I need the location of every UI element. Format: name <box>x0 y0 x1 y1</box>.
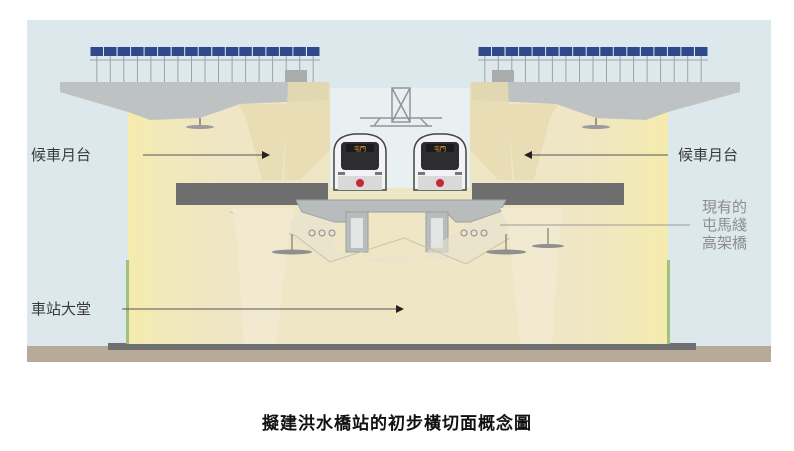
solar-panel <box>600 47 613 56</box>
leader-concourse <box>122 305 404 313</box>
solar-panel <box>90 47 103 56</box>
solar-panel <box>307 47 320 56</box>
ceiling-fan-lower-far-right <box>532 228 564 248</box>
solar-panel <box>532 47 546 56</box>
concourse-ceiling-void <box>280 212 520 264</box>
solar-panels-right <box>478 47 708 82</box>
solar-panel <box>627 47 640 56</box>
label-platform-right: 候車月台 <box>678 146 739 164</box>
solar-panel <box>212 47 225 56</box>
solar-panel <box>586 47 600 56</box>
green-edge-right <box>667 260 670 344</box>
solar-panel <box>559 47 573 56</box>
label-platform-left: 候車月台 <box>31 146 92 164</box>
train-left-destination: 屯門 <box>354 145 366 153</box>
ceiling-fan-upper-left <box>186 118 214 129</box>
train-right <box>413 133 467 191</box>
solar-panel <box>492 47 505 56</box>
solar-panel <box>505 47 519 56</box>
solar-panel <box>144 47 158 56</box>
solar-panel <box>171 47 185 56</box>
ground-slab <box>108 343 696 350</box>
solar-panel <box>613 47 627 56</box>
roof-vent-right <box>492 70 514 82</box>
diagram-caption: 擬建洪水橋站的初步橫切面概念圖 <box>262 414 532 434</box>
ceiling-fan-lower-left <box>272 234 312 255</box>
solar-panel <box>695 47 708 56</box>
concourse-pier-left <box>232 208 296 344</box>
solar-panel <box>293 47 306 56</box>
solar-panel <box>546 47 559 56</box>
solar-panel <box>117 47 131 56</box>
roof-vent-left <box>285 70 307 82</box>
solar-panel <box>667 47 681 56</box>
solar-panel <box>681 47 694 56</box>
solar-panel <box>654 47 667 56</box>
train-left <box>333 133 387 191</box>
leader-platform-right <box>524 151 668 159</box>
solar-panel <box>185 47 198 56</box>
solar-panel <box>519 47 532 56</box>
solar-panel <box>239 47 252 56</box>
viaduct-pier-right-void <box>431 218 443 248</box>
solar-panel <box>198 47 212 56</box>
solar-panel <box>478 47 491 56</box>
solar-panel <box>573 47 586 56</box>
leader-platform-left <box>143 151 270 159</box>
solar-panel <box>104 47 117 56</box>
platform-slab-right <box>472 183 624 205</box>
solar-panel <box>225 47 239 56</box>
platform-slab-left <box>176 183 328 205</box>
label-viaduct-line3: 高架橋 <box>702 234 748 252</box>
catenary-gantry <box>360 87 442 127</box>
ceiling-fan-upper-right <box>582 118 610 129</box>
roof-column-left <box>238 104 288 180</box>
label-viaduct-line1: 現有的 <box>702 198 748 216</box>
label-concourse: 車站大堂 <box>31 300 92 318</box>
track-wheels-left <box>308 229 336 237</box>
solar-panel <box>266 47 279 56</box>
light-beam-right <box>556 100 668 344</box>
solar-panel <box>131 47 144 56</box>
light-beam-left <box>128 100 240 344</box>
label-viaduct-line2: 屯馬綫 <box>702 216 748 234</box>
roof-left <box>60 82 328 120</box>
solar-panel <box>640 47 654 56</box>
train-right-destination: 屯門 <box>434 145 446 153</box>
solar-panels-left <box>90 47 320 82</box>
roof-column-right <box>508 104 558 180</box>
solar-panel <box>279 47 293 56</box>
track-wheels-right <box>460 229 488 237</box>
viaduct-pier-left-void <box>351 218 363 248</box>
solar-panel <box>158 47 171 56</box>
ceiling-fan-lower-right <box>486 234 526 255</box>
roof-column-left-2 <box>284 82 330 180</box>
roof-column-right-2 <box>470 82 512 180</box>
solar-panel <box>252 47 266 56</box>
green-edge-left <box>126 260 129 344</box>
roof-right <box>472 82 740 120</box>
